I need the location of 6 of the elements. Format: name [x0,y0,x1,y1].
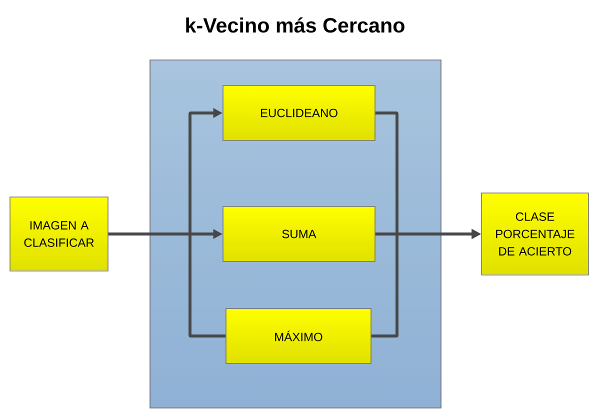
process-box: CLASE PORCENTAJE DE ACIERTO [481,192,589,276]
process-box: SUMA [222,206,376,262]
process-box: MÁXIMO [226,308,372,364]
title: k-Vecino más Cercano [186,17,404,33]
process-box: IMAGEN A CLASIFICAR [10,196,108,272]
process-box: EUCLIDEANO [222,85,376,141]
